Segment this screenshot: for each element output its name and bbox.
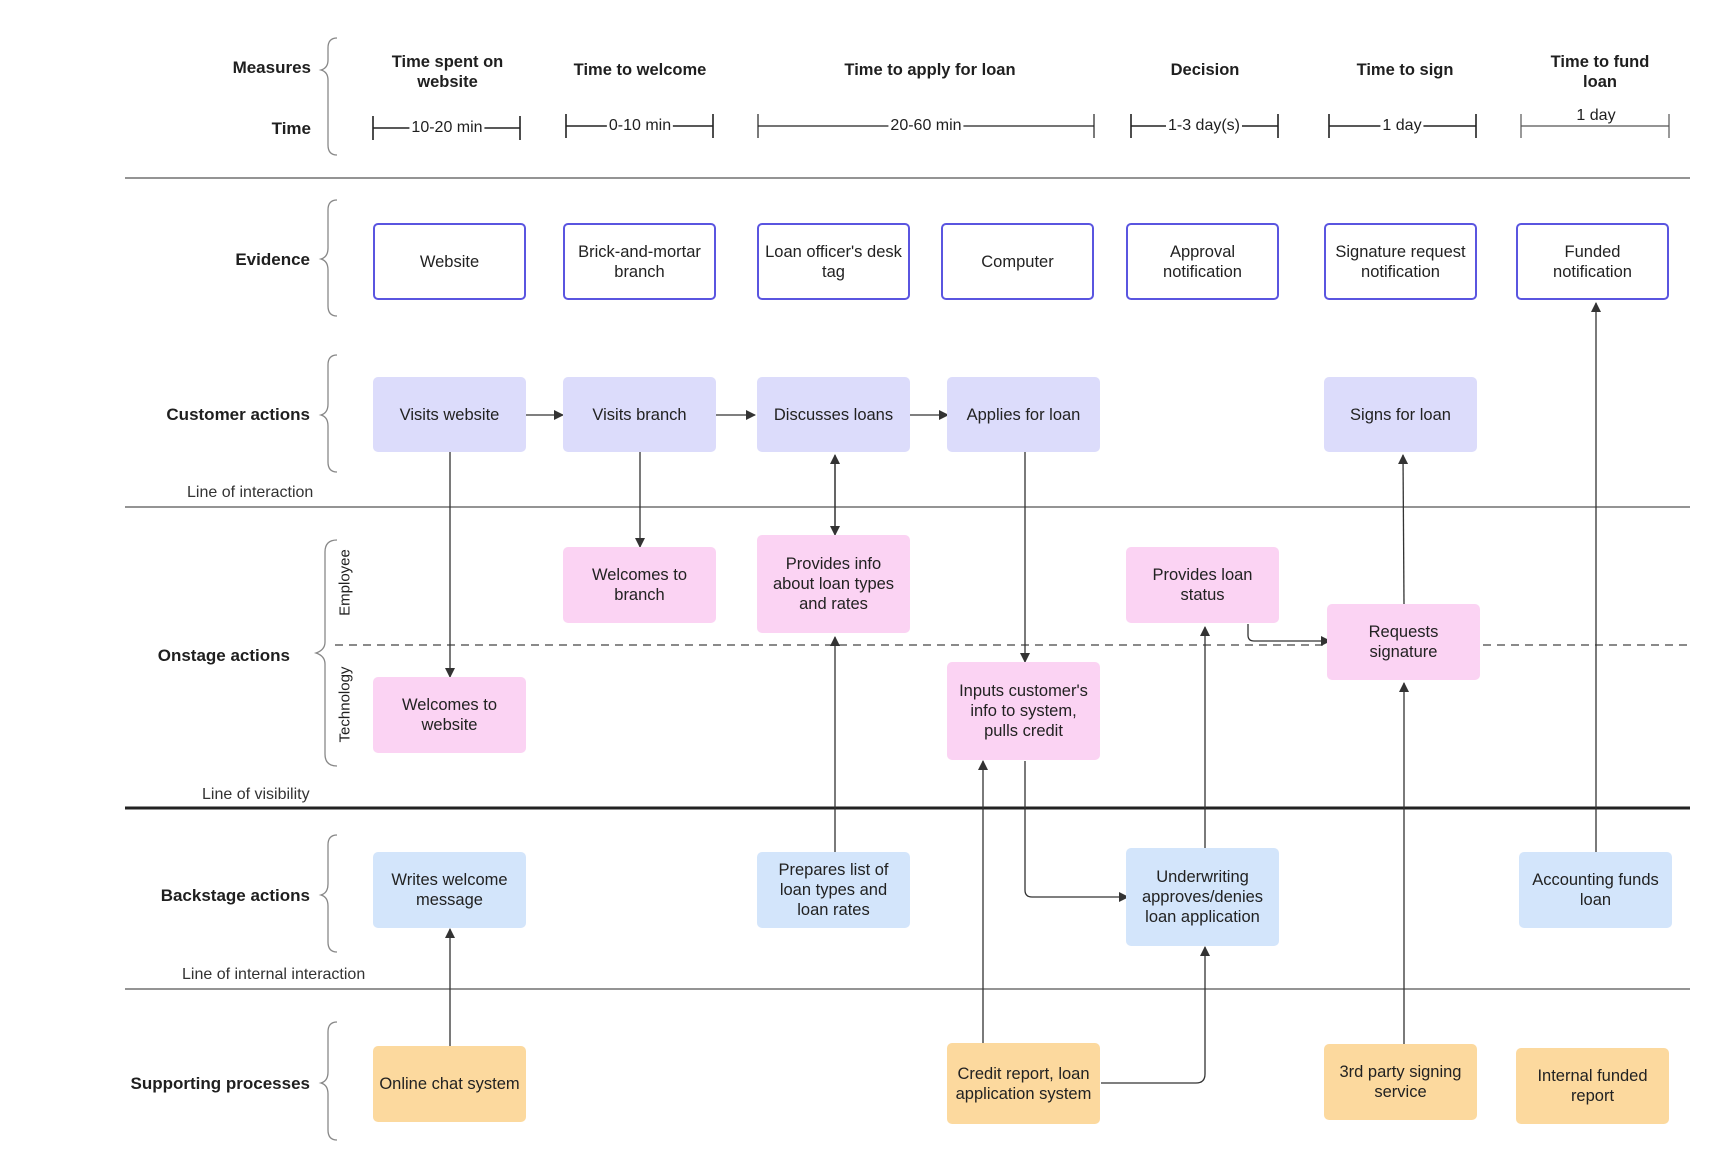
row-label-measures: Measures bbox=[232, 58, 311, 77]
customer-applies-for-loan: Applies for loan bbox=[947, 377, 1100, 452]
measure-header-2: Time to welcome bbox=[573, 61, 707, 79]
onstage-provides-loan-status: Provides loan status bbox=[1126, 547, 1279, 623]
onstage-requests-signature: Requests signature bbox=[1327, 604, 1480, 680]
row-label-customer-actions: Customer actions bbox=[166, 405, 310, 424]
measure-header-5: Time to sign bbox=[1356, 61, 1454, 79]
brace-support bbox=[318, 1021, 338, 1141]
sublane-label-employee: Employee bbox=[336, 549, 354, 616]
support-signing-service: 3rd party signing service bbox=[1324, 1044, 1477, 1120]
support-credit-report: Credit report, loan application system bbox=[947, 1043, 1100, 1124]
customer-discusses-loans: Discusses loans bbox=[757, 377, 910, 452]
evidence-branch: Brick-and-mortar branch bbox=[563, 223, 716, 300]
support-online-chat: Online chat system bbox=[373, 1046, 526, 1122]
backstage-accounting-funds: Accounting funds loan bbox=[1519, 852, 1672, 928]
evidence-desk-tag: Loan officer's desk tag bbox=[757, 223, 910, 300]
row-label-supporting-processes: Supporting processes bbox=[130, 1074, 310, 1093]
evidence-approval-notification: Approval notification bbox=[1126, 223, 1279, 300]
customer-signs-for-loan: Signs for loan bbox=[1324, 377, 1477, 452]
time-label-3: 20-60 min bbox=[888, 117, 964, 135]
arrow-requests-to-signs bbox=[1398, 454, 1409, 605]
arrow-inputs-to-underwriting bbox=[1024, 761, 1129, 902]
evidence-funded-notification: Funded notification bbox=[1516, 223, 1669, 300]
brace-backstage bbox=[318, 834, 338, 953]
brace-customer bbox=[318, 354, 338, 473]
onstage-welcomes-to-branch: Welcomes to branch bbox=[563, 547, 716, 623]
measure-header-1: Time spent on website bbox=[391, 53, 504, 91]
backstage-writes-welcome: Writes welcome message bbox=[373, 852, 526, 928]
measure-header-6: Time to fund loan bbox=[1550, 53, 1650, 91]
measure-header-4: Decision bbox=[1170, 61, 1240, 79]
measure-header-3: Time to apply for loan bbox=[844, 61, 1016, 79]
row-label-evidence: Evidence bbox=[235, 250, 310, 269]
time-label-6: 1 day bbox=[1574, 107, 1618, 125]
time-label-1: 10-20 min bbox=[409, 119, 485, 137]
brace-measures bbox=[318, 37, 338, 156]
time-label-4: 1-3 day(s) bbox=[1165, 117, 1243, 135]
brace-evidence bbox=[318, 199, 338, 317]
label-line-of-internal-interaction: Line of internal interaction bbox=[182, 966, 366, 983]
label-line-of-visibility: Line of visibility bbox=[202, 786, 310, 803]
evidence-signature-request: Signature request notification bbox=[1324, 223, 1477, 300]
time-label-2: 0-10 min bbox=[606, 117, 674, 135]
row-label-time: Time bbox=[271, 119, 311, 138]
row-label-onstage-actions: Onstage actions bbox=[157, 646, 290, 665]
label-line-of-interaction: Line of interaction bbox=[187, 484, 314, 501]
arrow-status-to-requests bbox=[1247, 624, 1331, 646]
row-label-backstage-actions: Backstage actions bbox=[160, 886, 310, 905]
customer-visits-branch: Visits branch bbox=[563, 377, 716, 452]
onstage-welcomes-to-website: Welcomes to website bbox=[373, 677, 526, 753]
onstage-provides-info: Provides info about loan types and rates bbox=[757, 535, 910, 633]
evidence-computer: Computer bbox=[941, 223, 1094, 300]
time-label-5: 1 day bbox=[1380, 117, 1424, 135]
time-ruler-6 bbox=[1520, 114, 1670, 138]
onstage-inputs-info: Inputs customer's info to system, pulls … bbox=[947, 662, 1100, 760]
backstage-prepares-list: Prepares list of loan types and loan rat… bbox=[757, 852, 910, 928]
arrow-credit-to-underwriting bbox=[1101, 946, 1210, 1084]
backstage-underwriting: Underwriting approves/denies loan applic… bbox=[1126, 848, 1279, 946]
sublane-label-technology: Technology bbox=[336, 666, 354, 743]
brace-onstage bbox=[313, 539, 338, 767]
customer-visits-website: Visits website bbox=[373, 377, 526, 452]
evidence-website: Website bbox=[373, 223, 526, 300]
support-internal-report: Internal funded report bbox=[1516, 1048, 1669, 1124]
